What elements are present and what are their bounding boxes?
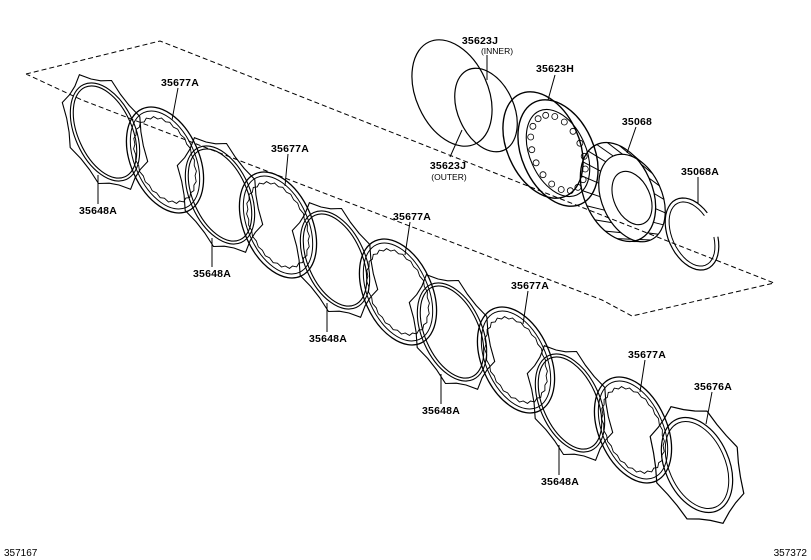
corner-code-left: 357167 (4, 548, 38, 559)
label-35677a-3: 35677A (393, 211, 431, 223)
piston-35623h (502, 91, 599, 207)
label-35648a-5: 35648A (541, 476, 579, 488)
friction-disc-35677a-1 (125, 106, 205, 214)
return-spring-35068 (579, 141, 666, 243)
label-35648a-3: 35648A (309, 333, 347, 345)
label-35677a-2: 35677A (271, 143, 309, 155)
steel-plate-35648a-1 (61, 73, 149, 191)
label-35623j-outer-note: (OUTER) (431, 172, 467, 182)
label-35623j-inner-note: (INNER) (481, 46, 513, 56)
o-ring-35623j-inner (454, 67, 518, 153)
label-35677a-4: 35677A (511, 280, 549, 292)
label-35068: 35068 (622, 116, 652, 128)
steel-plate-35648a-5 (526, 344, 614, 462)
leader-lines (97, 55, 713, 475)
steel-plate-35648a-2 (176, 136, 264, 254)
friction-disc-35677a-5 (593, 376, 673, 484)
corner-code-right: 357372 (774, 548, 808, 559)
label-35623j-inner: 35623J (462, 35, 498, 47)
label-35677a-1: 35677A (161, 77, 199, 89)
friction-disc-35677a-4 (476, 306, 556, 414)
snap-ring-35068a (664, 197, 720, 271)
assembly-boundary (25, 40, 776, 317)
label-35676a: 35676A (694, 381, 732, 393)
label-35648a-4: 35648A (422, 405, 460, 417)
friction-disc-35677a-2 (238, 171, 318, 279)
label-35623h: 35623H (536, 63, 574, 75)
o-ring-35623j-outer (411, 39, 493, 147)
label-35677a-5: 35677A (628, 349, 666, 361)
label-35623j-outer: 35623J (430, 160, 466, 172)
label-35648a-1: 35648A (79, 205, 117, 217)
flange-plate-35676a (649, 406, 745, 524)
label-35068a: 35068A (681, 166, 719, 178)
friction-disc-35677a-3 (358, 238, 438, 346)
label-35648a-2: 35648A (193, 268, 231, 280)
